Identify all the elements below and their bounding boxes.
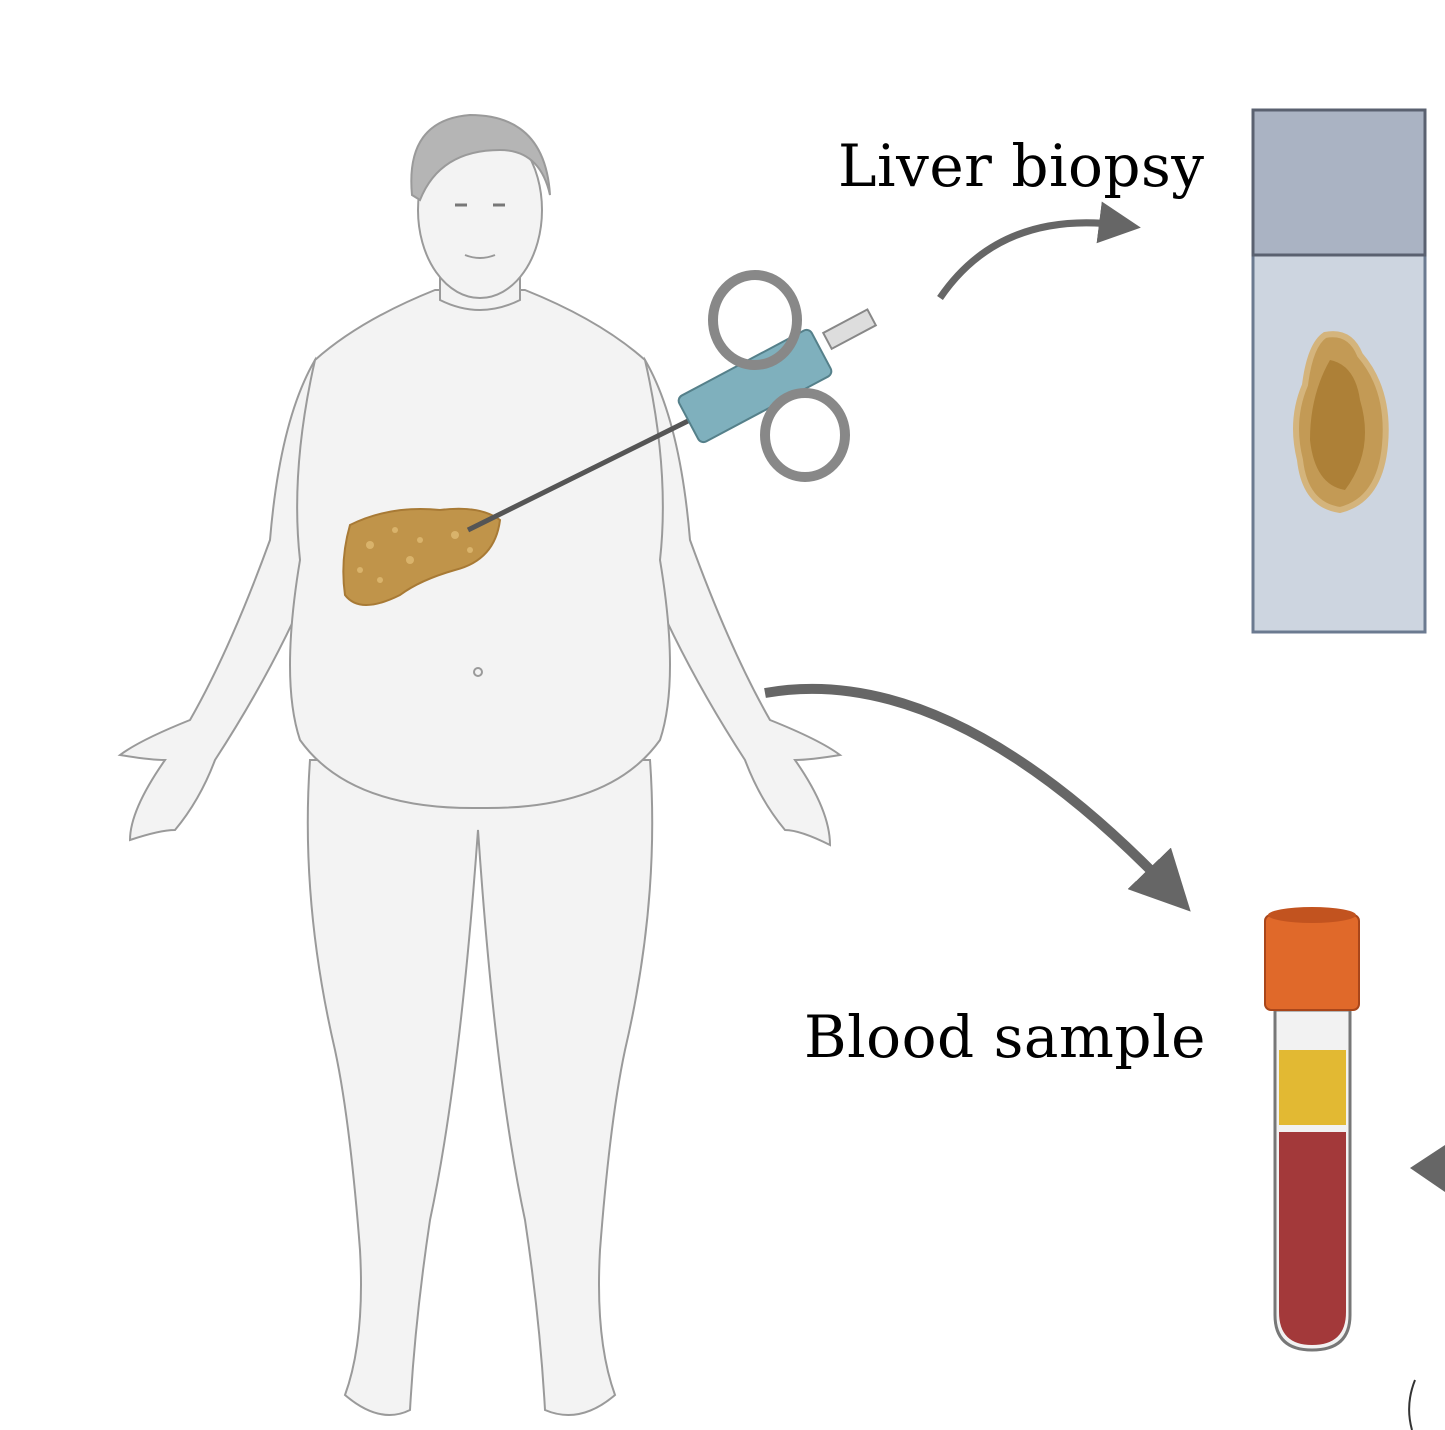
arrow-to-tube xyxy=(764,683,1191,912)
microscope-slide xyxy=(1251,108,1427,634)
human-figure xyxy=(117,113,843,1416)
legs xyxy=(306,759,654,1416)
left-arm xyxy=(117,356,322,842)
hair xyxy=(410,113,551,202)
right-arm xyxy=(638,356,843,847)
partial-curve-right xyxy=(1408,1379,1416,1430)
partial-arrow-right xyxy=(1410,1145,1445,1192)
label-liver-biopsy: Liver biopsy xyxy=(838,132,1205,200)
label-blood-sample: Blood sample xyxy=(804,1003,1206,1071)
fatty-liver xyxy=(342,507,502,606)
biopsy-needle xyxy=(466,270,878,533)
blood-tube xyxy=(1264,907,1360,1352)
arrow-to-slide xyxy=(937,201,1141,300)
